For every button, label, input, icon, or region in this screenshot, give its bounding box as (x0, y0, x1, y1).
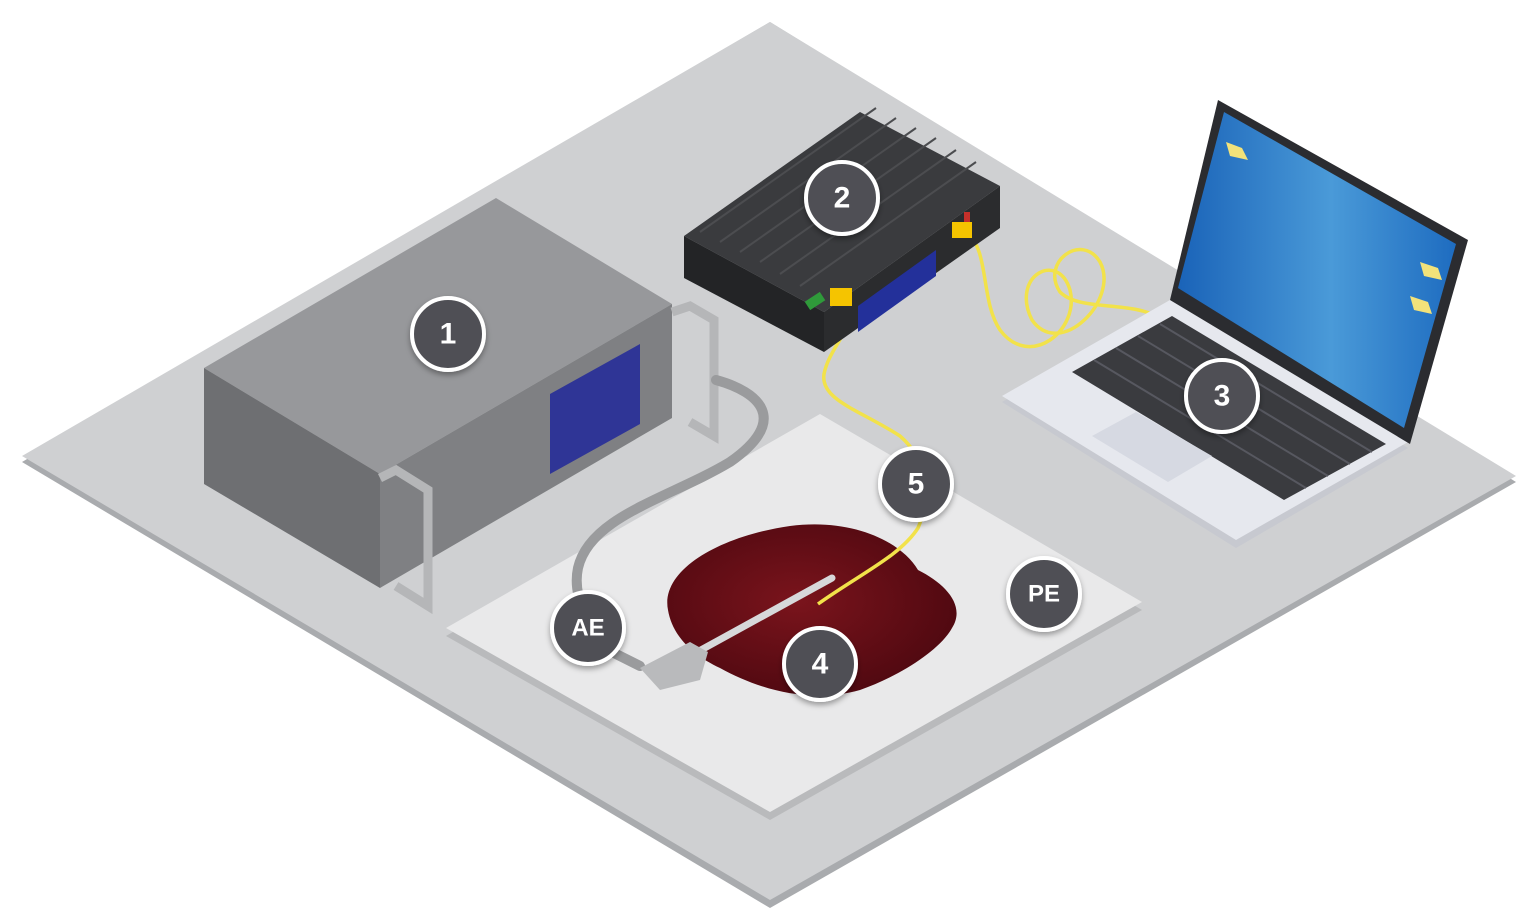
badge-label: 4 (812, 648, 829, 681)
folder-icon (1420, 262, 1442, 280)
folder-icon (1226, 142, 1248, 160)
folder-icon (1410, 296, 1432, 314)
generator-screen (550, 344, 640, 474)
fbg-interrogator (684, 107, 1000, 352)
badge-passive-electrode: PE (1006, 556, 1082, 632)
optical-fiber (816, 297, 928, 606)
badge-interrogator: 2 (804, 160, 880, 236)
active-electrode-probe (640, 574, 836, 690)
badge-label: 2 (834, 182, 851, 215)
badge-label: PE (1028, 581, 1060, 608)
laptop-fiber (964, 230, 1161, 349)
badge-label: 5 (908, 468, 925, 501)
badge-label: AE (571, 615, 604, 642)
badge-label: 1 (440, 318, 457, 351)
badge-fiber: 5 (878, 446, 954, 522)
laptop-screen (1178, 112, 1456, 428)
fiber-connector (952, 222, 972, 238)
laptop (1002, 100, 1468, 548)
badge-active-electrode: AE (550, 590, 626, 666)
tissue-sample (667, 524, 957, 696)
touchpad (1092, 412, 1212, 482)
badge-label: 3 (1214, 380, 1231, 413)
fiber-connector (830, 288, 852, 306)
interrogator-screen (858, 250, 936, 332)
badge-tissue: 4 (782, 626, 858, 702)
badge-laptop: 3 (1184, 358, 1260, 434)
badge-generator: 1 (410, 296, 486, 372)
